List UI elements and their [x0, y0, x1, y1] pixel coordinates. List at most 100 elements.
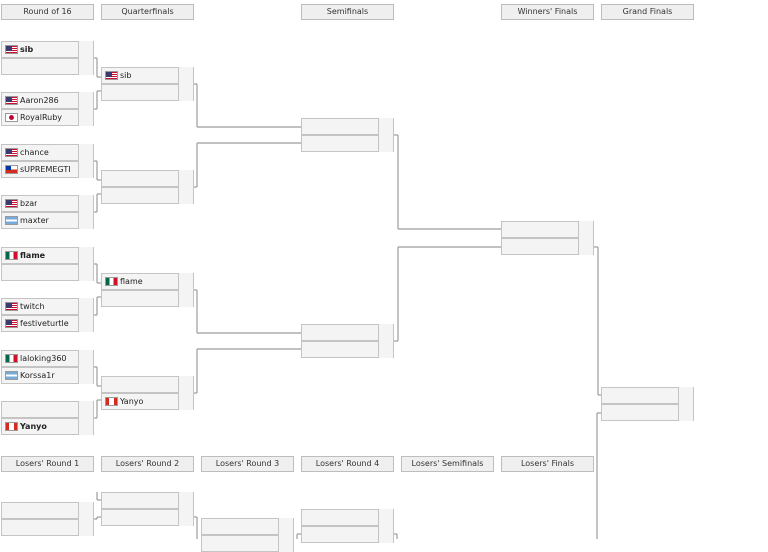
- match-r16-4-slot-1[interactable]: bzar: [1, 195, 94, 212]
- match-r16-6-slot-2[interactable]: festiveturtle: [1, 315, 94, 332]
- score-box: [378, 341, 393, 358]
- match-r16-6-slot-1[interactable]: twitch: [1, 298, 94, 315]
- player-name: Aaron286: [20, 96, 59, 105]
- match-r16-5-slot-1[interactable]: flame: [1, 247, 94, 264]
- score-box: [378, 526, 393, 543]
- match-qf-3-slot-1[interactable]: flame: [101, 273, 194, 290]
- match-lr2-1-slot-2[interactable]: [101, 509, 194, 526]
- player-name: maxter: [20, 216, 49, 225]
- match-lr4-1-slot-1[interactable]: [301, 509, 394, 526]
- score-box: [678, 387, 693, 404]
- score-box: [78, 519, 93, 536]
- match-gf-slot-2[interactable]: [601, 404, 694, 421]
- match-r16-8-slot-2[interactable]: Yanyo: [1, 418, 94, 435]
- match-r16-7-slot-1[interactable]: laloking360: [1, 350, 94, 367]
- chile-flag-icon: [5, 165, 18, 174]
- match-r16-1-slot-1[interactable]: sib: [1, 41, 94, 58]
- score-box: [78, 502, 93, 519]
- score-box: [378, 118, 393, 135]
- match-r16-5-slot-2[interactable]: [1, 264, 94, 281]
- header-quarterfinals: Quarterfinals: [101, 4, 194, 20]
- match-lr4-1-slot-2[interactable]: [301, 526, 394, 543]
- us-flag-icon: [5, 199, 18, 208]
- score-box: [78, 315, 93, 332]
- match-sf-2-slot-1[interactable]: [301, 324, 394, 341]
- match-qf-3-slot-2[interactable]: [101, 290, 194, 307]
- score-box: [78, 401, 93, 418]
- score-box: [678, 404, 693, 421]
- player-name: Yanyo: [120, 397, 144, 406]
- score-box: [78, 109, 93, 126]
- player-name: festiveturtle: [20, 319, 69, 328]
- match-qf-4-slot-1[interactable]: [101, 376, 194, 393]
- header-losers-round-4: Losers' Round 4: [301, 456, 394, 472]
- match-sf-2-slot-2[interactable]: [301, 341, 394, 358]
- score-box: [78, 161, 93, 178]
- match-r16-8-slot-1[interactable]: [1, 401, 94, 418]
- score-box: [378, 135, 393, 152]
- us-flag-icon: [5, 148, 18, 157]
- argentina-flag-icon: [5, 371, 18, 380]
- score-box: [78, 195, 93, 212]
- match-r16-7-slot-2[interactable]: Korssa1r: [1, 367, 94, 384]
- match-r16-3-slot-2[interactable]: sUPREMEGTI: [1, 161, 94, 178]
- us-flag-icon: [5, 45, 18, 54]
- match-r16-3-slot-1[interactable]: chance: [1, 144, 94, 161]
- us-flag-icon: [5, 302, 18, 311]
- canada-flag-icon: [5, 422, 18, 431]
- match-r16-1-slot-2[interactable]: [1, 58, 94, 75]
- score-box: [178, 84, 193, 101]
- header-losers-finals: Losers' Finals: [501, 456, 594, 472]
- player-name: bzar: [20, 199, 38, 208]
- score-box: [178, 273, 193, 290]
- header-winners-finals: Winners' Finals: [501, 4, 594, 20]
- match-r16-2-slot-2[interactable]: RoyalRuby: [1, 109, 94, 126]
- score-box: [78, 58, 93, 75]
- score-box: [78, 418, 93, 435]
- player-name: Korssa1r: [20, 371, 55, 380]
- header-semifinals: Semifinals: [301, 4, 394, 20]
- match-lr3-1-slot-1[interactable]: [201, 518, 294, 535]
- match-lr3-1-slot-2[interactable]: [201, 535, 294, 552]
- player-name: laloking360: [20, 354, 67, 363]
- match-sf-1-slot-1[interactable]: [301, 118, 394, 135]
- player-name: flame: [20, 251, 46, 260]
- match-qf-2-slot-2[interactable]: [101, 187, 194, 204]
- score-box: [578, 238, 593, 255]
- header-losers-semifinals: Losers' Semifinals: [401, 456, 494, 472]
- bracket-connectors: [94, 57, 601, 539]
- player-name: RoyalRuby: [20, 113, 63, 122]
- score-box: [78, 367, 93, 384]
- match-gf-slot-1[interactable]: [601, 387, 694, 404]
- score-box: [178, 67, 193, 84]
- header-losers-round-2: Losers' Round 2: [101, 456, 194, 472]
- match-sf-1-slot-2[interactable]: [301, 135, 394, 152]
- score-box: [178, 509, 193, 526]
- match-r16-4-slot-2[interactable]: maxter: [1, 212, 94, 229]
- header-losers-round-1: Losers' Round 1: [1, 456, 94, 472]
- match-qf-4-slot-2[interactable]: Yanyo: [101, 393, 194, 410]
- player-name: twitch: [20, 302, 45, 311]
- score-box: [178, 492, 193, 509]
- mexico-flag-icon: [5, 251, 18, 260]
- header-round-of-16: Round of 16: [1, 4, 94, 20]
- match-wf-slot-1[interactable]: [501, 221, 594, 238]
- match-r16-2-slot-1[interactable]: Aaron286: [1, 92, 94, 109]
- argentina-flag-icon: [5, 216, 18, 225]
- tournament-bracket: Round of 16 Quarterfinals Semifinals Win…: [1, 4, 694, 552]
- score-box: [78, 92, 93, 109]
- match-lr1-1-slot-1[interactable]: [1, 502, 94, 519]
- us-flag-icon: [5, 319, 18, 328]
- match-wf-slot-2[interactable]: [501, 238, 594, 255]
- match-qf-1-slot-2[interactable]: [101, 84, 194, 101]
- score-box: [78, 212, 93, 229]
- score-box: [178, 393, 193, 410]
- match-lr1-1-slot-2[interactable]: [1, 519, 94, 536]
- match-qf-1-slot-1[interactable]: sib: [101, 67, 194, 84]
- match-qf-2-slot-1[interactable]: [101, 170, 194, 187]
- match-lr2-1-slot-1[interactable]: [101, 492, 194, 509]
- score-box: [178, 187, 193, 204]
- score-box: [378, 509, 393, 526]
- player-name: chance: [20, 148, 49, 157]
- mexico-flag-icon: [5, 354, 18, 363]
